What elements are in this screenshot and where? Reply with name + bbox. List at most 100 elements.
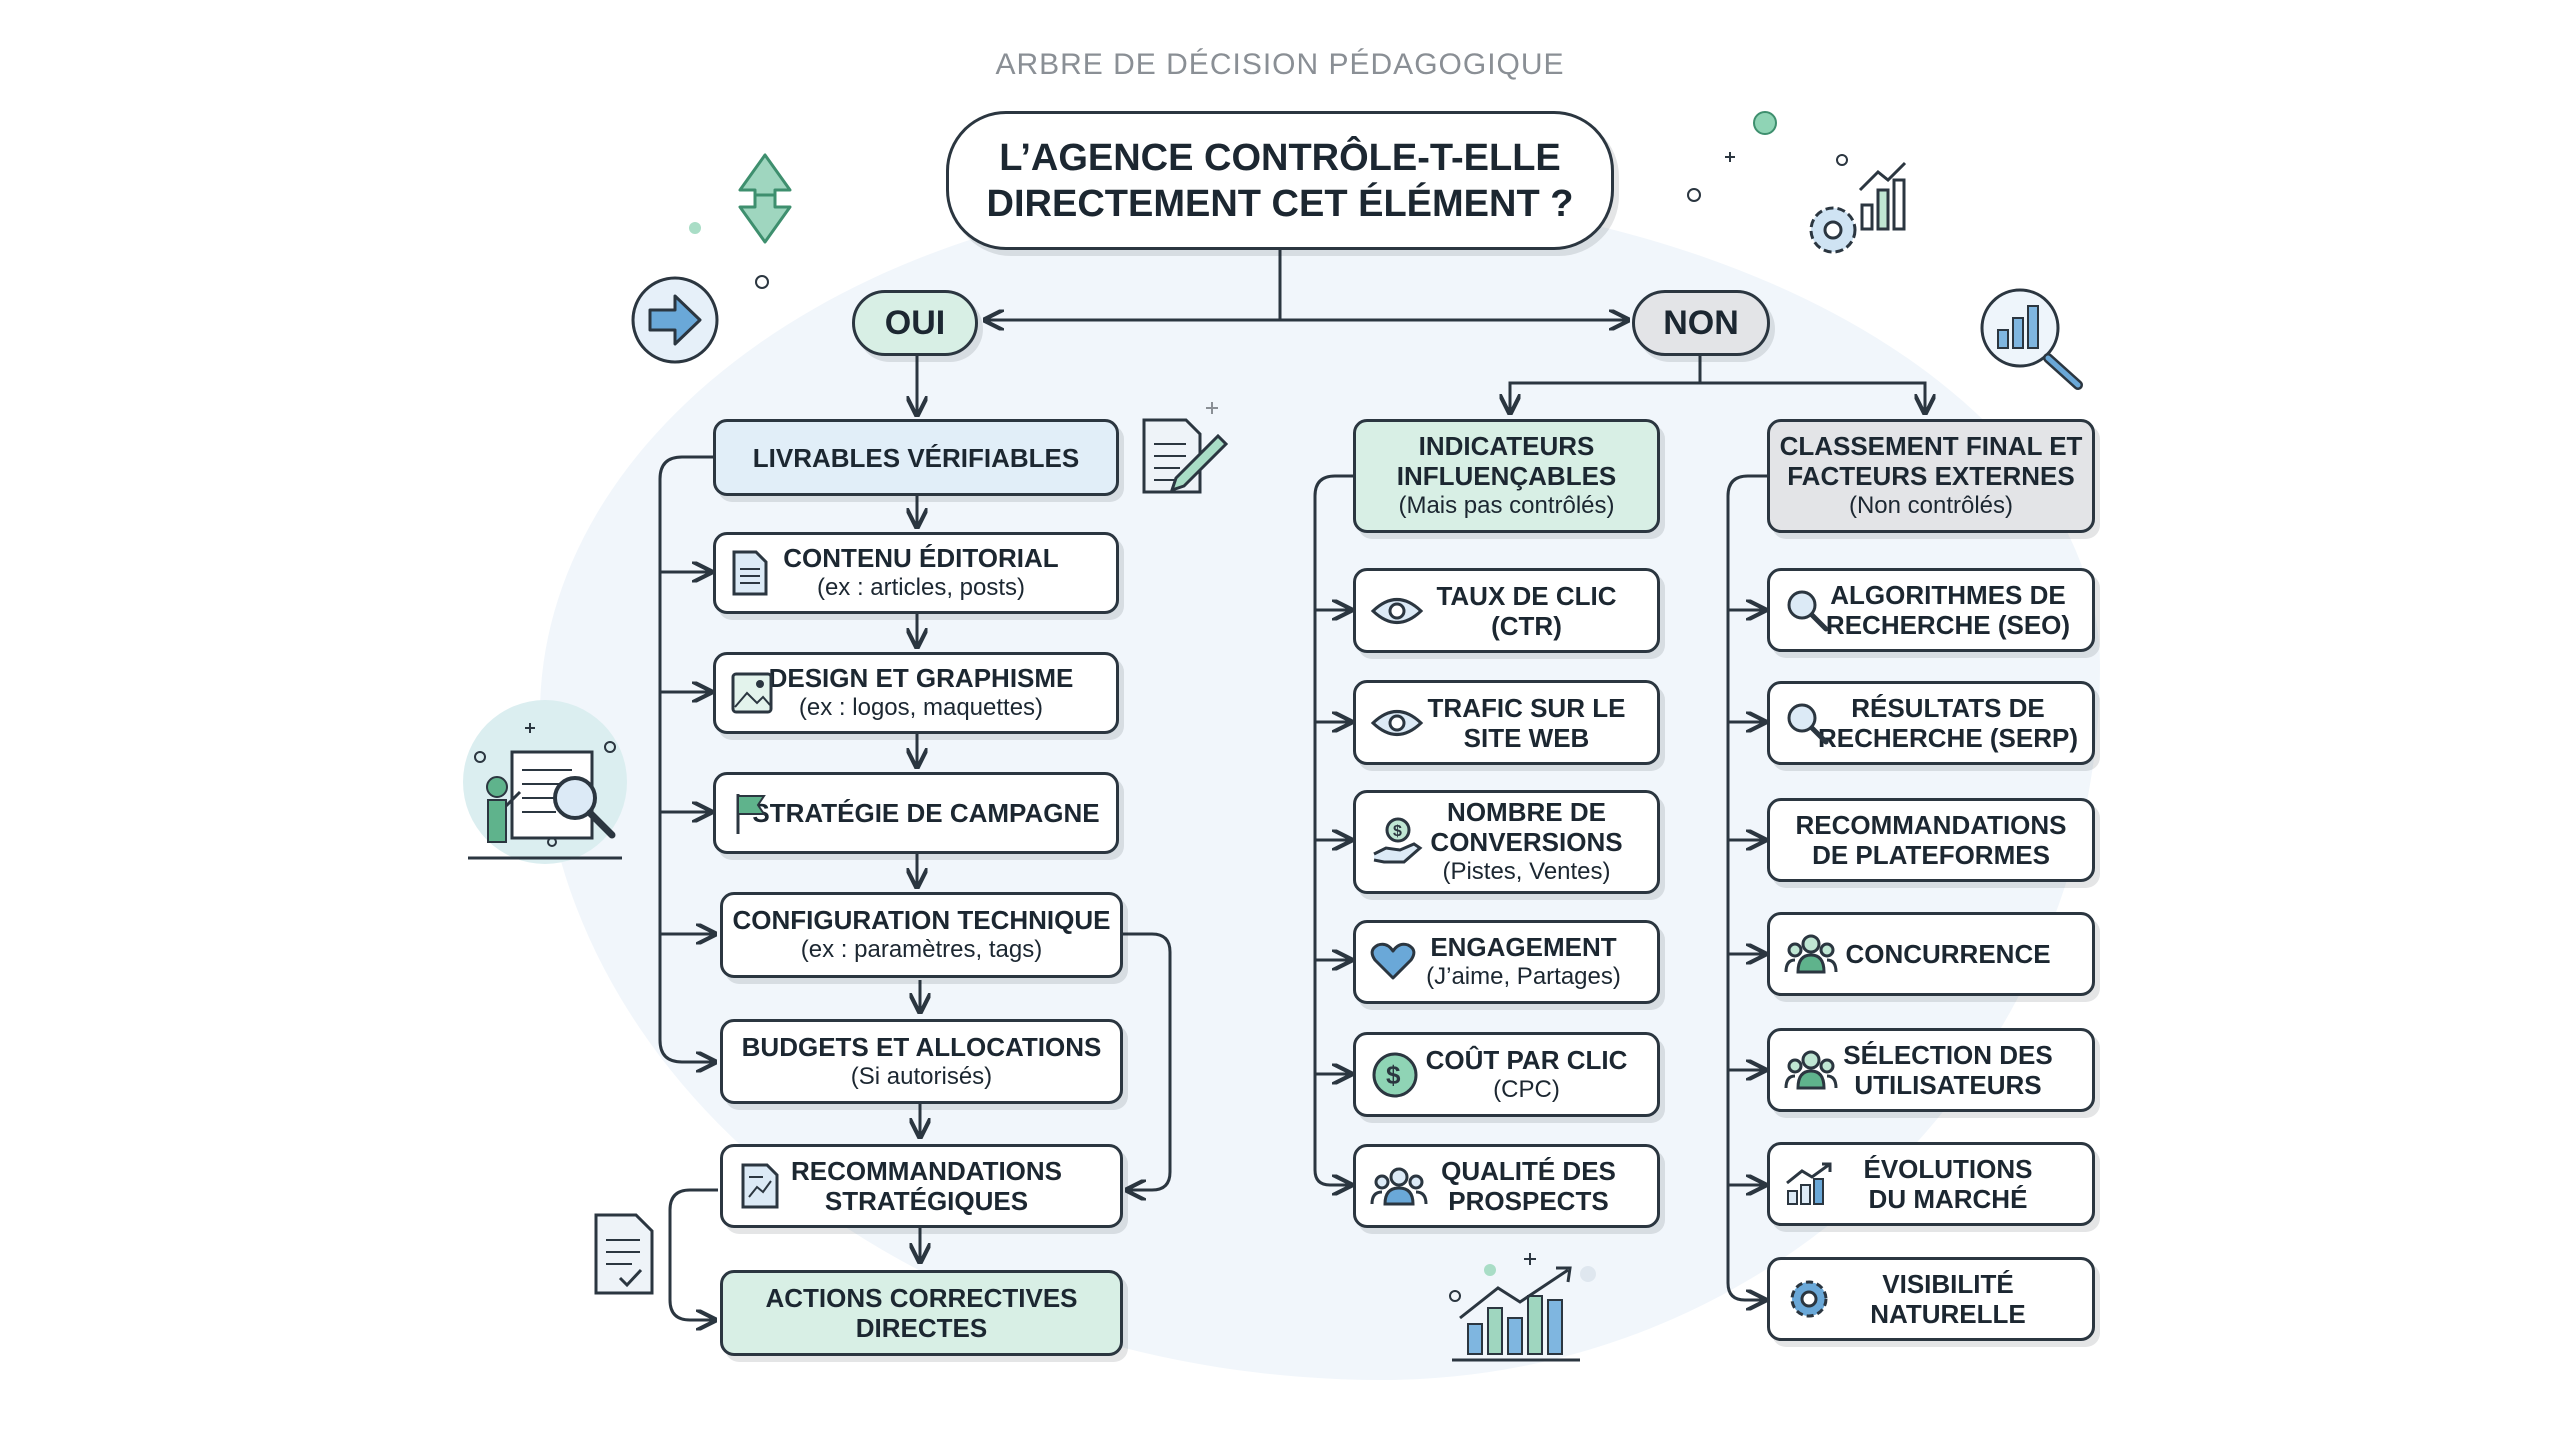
- search-icon: [1787, 590, 1829, 632]
- right-item-concurrence: CONCURRENCE: [1767, 912, 2095, 996]
- middle-item-line-2: (CTR): [1491, 610, 1562, 641]
- eye-icon: [1370, 709, 1424, 736]
- svg-text:$: $: [1386, 1060, 1401, 1090]
- oui-pill: OUI: [852, 290, 978, 356]
- right-header-sub: (Non contrôlés): [1848, 492, 2014, 519]
- root-line-1: L’AGENCE CONTRÔLE-T-ELLE: [999, 136, 1561, 179]
- left-item-budgets: BUDGETS ET ALLOCATIONS(Si autorisés): [720, 1019, 1123, 1104]
- eye-icon: [1370, 597, 1424, 624]
- middle-item-line-1: COÛT PAR CLIC: [1425, 1044, 1628, 1075]
- middle-header-line-2: INFLUENÇABLES: [1396, 461, 1617, 491]
- middle-item-line-2: CONVERSIONS: [1430, 827, 1623, 857]
- left-item-title-1: ACTIONS CORRECTIVES: [765, 1283, 1078, 1313]
- middle-item-engagement: ENGAGEMENT(J’aime, Partages): [1353, 920, 1660, 1004]
- right-item-line-1: RECOMMANDATIONS: [1795, 810, 2067, 840]
- livrables-header-label: LIVRABLES VÉRIFIABLES: [752, 442, 1080, 473]
- left-item-sub: (ex : paramètres, tags): [800, 936, 1043, 963]
- people-icon: [1784, 934, 1838, 974]
- left-item-title-1: RECOMMANDATIONS: [790, 1156, 1063, 1186]
- oui-label: OUI: [884, 304, 946, 342]
- non-label: NON: [1663, 304, 1739, 342]
- report-icon: [741, 1163, 779, 1209]
- dollar-icon: $: [1372, 1052, 1418, 1097]
- right-item-line-1: RÉSULTATS DE: [1851, 693, 2045, 723]
- flag-icon: [736, 794, 766, 834]
- growth-chart-icon: [1449, 1253, 1596, 1362]
- document-pen-icon: [1142, 402, 1229, 494]
- middle-item-line-1: TRAFIC SUR LE: [1427, 692, 1626, 723]
- middle-header-line-1: INDICATEURS: [1418, 431, 1595, 461]
- svg-text:$: $: [1393, 823, 1402, 840]
- people-icon: [1370, 1167, 1428, 1206]
- middle-item-line-1: TAUX DE CLIC: [1436, 580, 1617, 611]
- gear-icon: [1790, 1280, 1828, 1318]
- right-item-line-2: RECHERCHE (SERP): [1817, 723, 2079, 753]
- document-icon: [732, 550, 768, 596]
- right-header-line-2: FACTEURS EXTERNES: [1787, 461, 2075, 491]
- right-arrow-icon: [631, 276, 719, 364]
- left-item-title-2: STRATÉGIQUES: [824, 1186, 1029, 1216]
- middle-item-line-1: NOMBRE DE: [1447, 797, 1606, 827]
- right-item-line-1: ALGORITHMES DE: [1830, 580, 2066, 610]
- presenter-icon: [463, 700, 627, 864]
- middle-header-sub: (Mais pas contrôlés): [1398, 492, 1615, 519]
- right-item-line-2: RECHERCHE (SEO): [1825, 610, 2071, 640]
- people-icon: [1784, 1050, 1838, 1090]
- left-item-sub: (ex : articles, posts): [816, 574, 1026, 601]
- right-item-line-1: VISIBILITÉ: [1882, 1269, 2014, 1299]
- root-line-2: DIRECTEMENT CET ÉLÉMENT ?: [986, 182, 1574, 225]
- non-pill: NON: [1632, 290, 1770, 356]
- right-header-line-1: CLASSEMENT FINAL ET: [1779, 431, 2083, 461]
- middle-item-sub: (J’aime, Partages): [1426, 963, 1621, 990]
- middle-item-line-1: QUALITÉ DES: [1441, 1156, 1616, 1186]
- magnifier-chart-icon: [1980, 288, 2083, 390]
- right-item-line-2: UTILISATEURS: [1854, 1070, 2042, 1100]
- gear-chart-icon: [1687, 111, 1907, 254]
- left-item-design: DESIGN ET GRAPHISME(ex : logos, maquette…: [713, 652, 1119, 734]
- middle-item-line-1: ENGAGEMENT: [1430, 932, 1617, 962]
- search-icon: [1787, 703, 1829, 745]
- left-item-configuration: CONFIGURATION TECHNIQUE(ex : paramètres,…: [720, 892, 1123, 978]
- livrables-header: LIVRABLES VÉRIFIABLES: [713, 419, 1119, 496]
- trend-icon: [1786, 1162, 1832, 1205]
- image-icon: [731, 672, 773, 714]
- left-item-title: DESIGN ET GRAPHISME: [768, 663, 1074, 693]
- checklist-icon: [594, 1213, 654, 1295]
- right-item-line-1: SÉLECTION DES: [1843, 1040, 2053, 1070]
- left-item-contenu: CONTENU ÉDITORIAL(ex : articles, posts): [713, 532, 1119, 614]
- right-item-line-1: ÉVOLUTIONS: [1863, 1154, 2033, 1184]
- left-item-title: STRATÉGIE DE CAMPAGNE: [752, 798, 1100, 828]
- left-item-sub: (Si autorisés): [850, 1062, 993, 1090]
- middle-item-line-2: SITE WEB: [1463, 722, 1590, 753]
- middle-item-cpc: $ COÛT PAR CLIC(CPC): [1353, 1032, 1660, 1117]
- left-item-strategie: STRATÉGIE DE CAMPAGNE: [713, 772, 1119, 854]
- left-item-title-2: DIRECTES: [855, 1313, 988, 1343]
- middle-item-line-2: PROSPECTS: [1448, 1186, 1609, 1216]
- middle-item-sub: (Pistes, Ventes): [1442, 858, 1611, 885]
- money-hand-icon: $: [1373, 817, 1423, 864]
- right-item-line-2: DU MARCHÉ: [1868, 1184, 2028, 1214]
- right-item-line-1: CONCURRENCE: [1845, 939, 2051, 969]
- heart-icon: [1370, 942, 1416, 980]
- right-item-line-2: DE PLATEFORMES: [1812, 840, 2050, 870]
- diagram-kicker: ARBRE DE DÉCISION PÉDAGOGIQUE: [995, 48, 1565, 81]
- updown-arrow-icon: [738, 153, 792, 244]
- left-item-title: BUDGETS ET ALLOCATIONS: [741, 1031, 1102, 1062]
- left-item-title: CONTENU ÉDITORIAL: [783, 543, 1059, 573]
- right-item-line-2: NATURELLE: [1870, 1299, 2026, 1329]
